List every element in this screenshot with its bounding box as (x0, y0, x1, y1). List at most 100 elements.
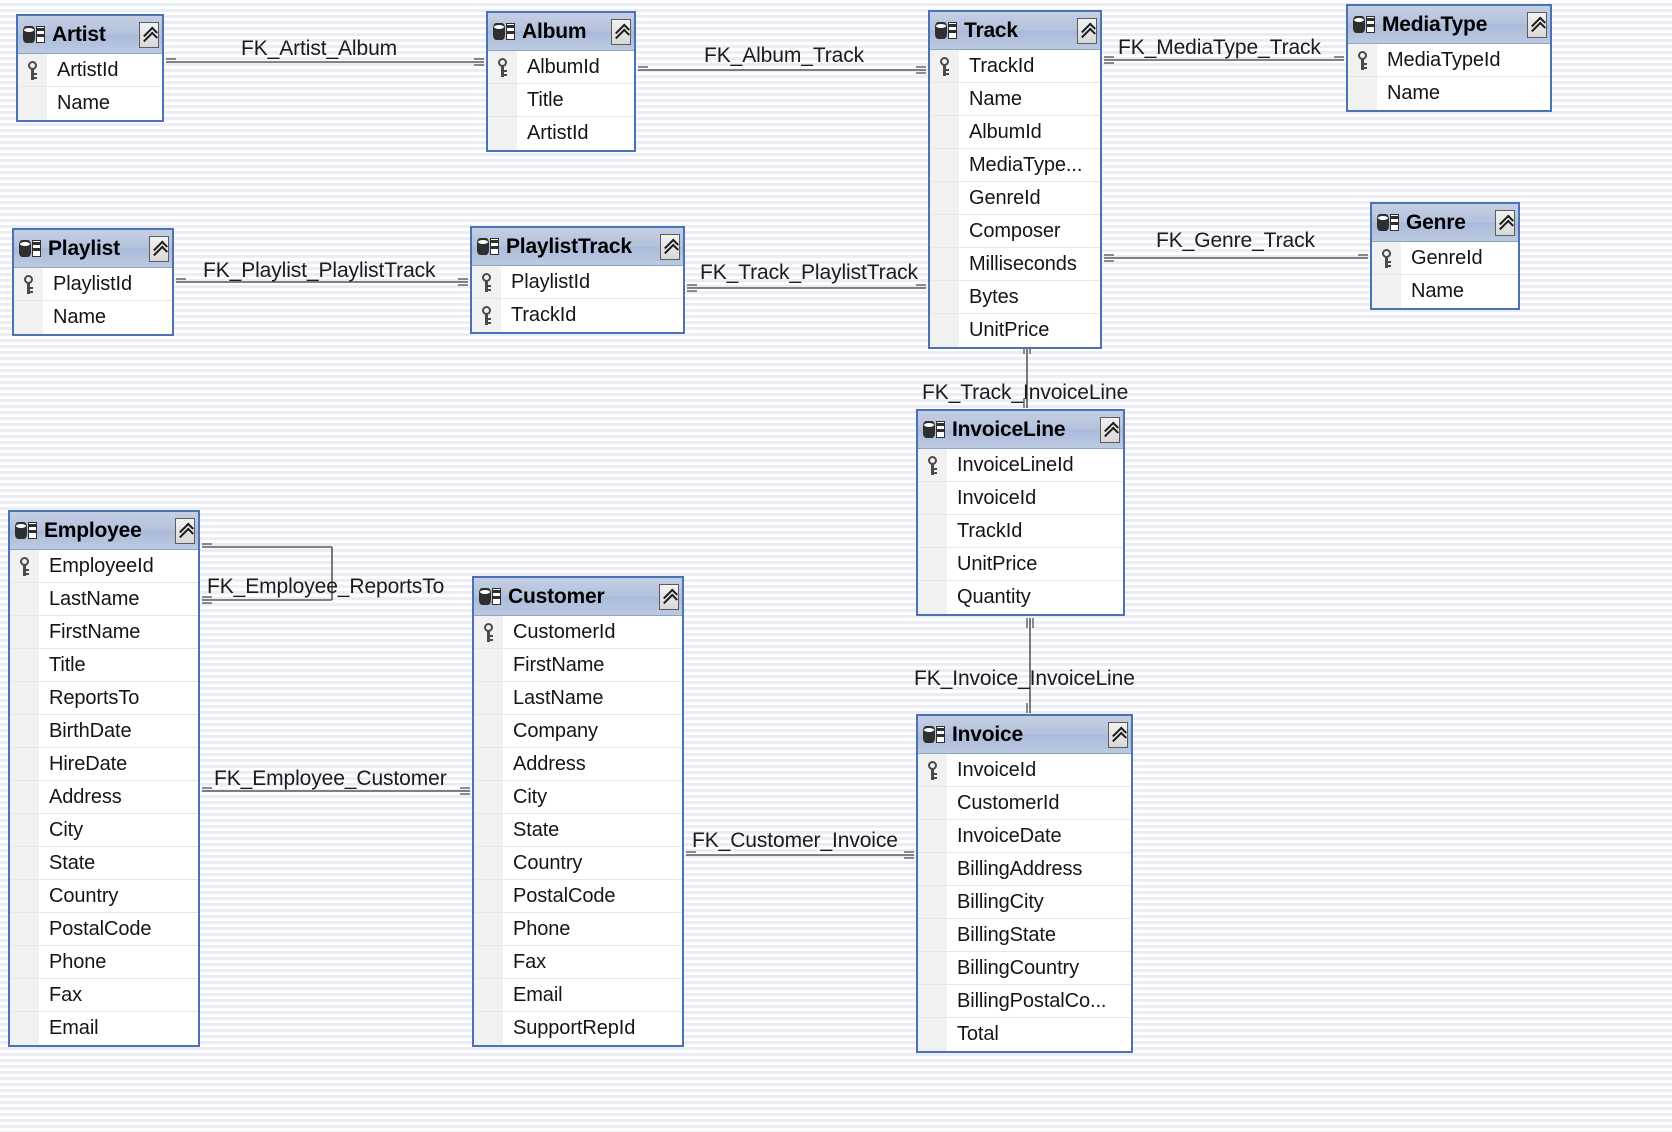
field-row[interactable]: Country (10, 880, 198, 913)
field-row[interactable]: Address (474, 748, 682, 781)
field-row[interactable]: FirstName (10, 616, 198, 649)
collapse-chevron-icon[interactable] (660, 233, 680, 260)
entity-header-mediatype[interactable]: MediaType (1348, 6, 1550, 44)
field-row[interactable]: PlaylistId (472, 266, 683, 299)
field-row[interactable]: Name (1372, 275, 1518, 308)
field-row[interactable]: City (474, 781, 682, 814)
entity-header-album[interactable]: Album (488, 13, 634, 51)
entity-header-invoiceline[interactable]: InvoiceLine (918, 411, 1123, 449)
field-row[interactable]: BillingCountry (918, 952, 1131, 985)
field-row[interactable]: CustomerId (474, 616, 682, 649)
entity-header-track[interactable]: Track (930, 12, 1100, 50)
collapse-chevron-icon[interactable] (139, 21, 159, 48)
field-row[interactable]: InvoiceDate (918, 820, 1131, 853)
relationship-label-fk_artist_album[interactable]: FK_Artist_Album (241, 37, 398, 60)
field-row[interactable]: BirthDate (10, 715, 198, 748)
field-row[interactable]: HireDate (10, 748, 198, 781)
entity-header-employee[interactable]: Employee (10, 512, 198, 550)
field-row[interactable]: PlaylistId (14, 268, 172, 301)
field-row[interactable]: Bytes (930, 281, 1100, 314)
field-row[interactable]: PostalCode (474, 880, 682, 913)
field-row[interactable]: Phone (474, 913, 682, 946)
relationship-label-fk_mediatype_track[interactable]: FK_MediaType_Track (1118, 36, 1321, 59)
field-row[interactable]: InvoiceId (918, 482, 1123, 515)
field-row[interactable]: Total (918, 1018, 1131, 1051)
relationship-label-fk_album_track[interactable]: FK_Album_Track (704, 44, 865, 67)
field-row[interactable]: Address (10, 781, 198, 814)
field-row[interactable]: Name (14, 301, 172, 334)
relationship-label-fk_track_playlisttrack[interactable]: FK_Track_PlaylistTrack (700, 261, 918, 284)
collapse-chevron-icon[interactable] (149, 235, 169, 262)
field-row[interactable]: ReportsTo (10, 682, 198, 715)
field-row[interactable]: LastName (10, 583, 198, 616)
field-row[interactable]: AlbumId (488, 51, 634, 84)
collapse-chevron-icon[interactable] (659, 583, 679, 610)
field-row[interactable]: Title (10, 649, 198, 682)
collapse-chevron-icon[interactable] (1100, 416, 1120, 443)
relationship-label-fk_employee_reportsto[interactable]: FK_Employee_ReportsTo (207, 575, 445, 598)
field-row[interactable]: CustomerId (918, 787, 1131, 820)
field-row[interactable]: FirstName (474, 649, 682, 682)
field-row[interactable]: InvoiceId (918, 754, 1131, 787)
field-row[interactable]: Fax (474, 946, 682, 979)
collapse-chevron-icon[interactable] (1077, 17, 1097, 44)
field-row[interactable]: PostalCode (10, 913, 198, 946)
field-row[interactable]: Quantity (918, 581, 1123, 614)
field-row[interactable]: EmployeeId (10, 550, 198, 583)
field-row[interactable]: Composer (930, 215, 1100, 248)
relationship-label-fk_playlist_playlisttrack[interactable]: FK_Playlist_PlaylistTrack (203, 259, 436, 282)
collapse-chevron-icon[interactable] (611, 18, 631, 45)
entity-header-playlist[interactable]: Playlist (14, 230, 172, 268)
relationship-label-fk_track_invoiceline[interactable]: FK_Track_InvoiceLine (922, 381, 1129, 404)
field-row[interactable]: MediaTypeId (1348, 44, 1550, 77)
field-row[interactable]: Phone (10, 946, 198, 979)
field-row[interactable]: Country (474, 847, 682, 880)
field-row[interactable]: UnitPrice (930, 314, 1100, 347)
field-row[interactable]: SupportRepId (474, 1012, 682, 1045)
field-row[interactable]: GenreId (930, 182, 1100, 215)
collapse-chevron-icon[interactable] (175, 517, 195, 544)
field-row[interactable]: GenreId (1372, 242, 1518, 275)
field-row[interactable]: InvoiceLineId (918, 449, 1123, 482)
collapse-chevron-icon[interactable] (1527, 11, 1547, 38)
field-row[interactable]: Email (10, 1012, 198, 1045)
field-row[interactable]: Email (474, 979, 682, 1012)
relationship-label-fk_genre_track[interactable]: FK_Genre_Track (1156, 229, 1315, 252)
entity-header-artist[interactable]: Artist (18, 16, 162, 54)
field-row[interactable]: Name (930, 83, 1100, 116)
field-row[interactable]: UnitPrice (918, 548, 1123, 581)
field-row[interactable]: ArtistId (18, 54, 162, 87)
relationship-label-fk_customer_invoice[interactable]: FK_Customer_Invoice (692, 829, 898, 852)
entity-header-invoice[interactable]: Invoice (918, 716, 1131, 754)
entity-header-genre[interactable]: Genre (1372, 204, 1518, 242)
field-row[interactable]: Title (488, 84, 634, 117)
field-row[interactable]: State (474, 814, 682, 847)
field-row[interactable]: Company (474, 715, 682, 748)
field-row[interactable]: MediaType... (930, 149, 1100, 182)
field-row[interactable]: AlbumId (930, 116, 1100, 149)
field-row[interactable]: ArtistId (488, 117, 634, 150)
field-row[interactable]: TrackId (930, 50, 1100, 83)
entity-header-customer[interactable]: Customer (474, 578, 682, 616)
collapse-chevron-icon[interactable] (1495, 209, 1515, 236)
field-row[interactable]: LastName (474, 682, 682, 715)
field-row[interactable]: City (10, 814, 198, 847)
field-row[interactable]: BillingPostalCo... (918, 985, 1131, 1018)
field-row[interactable]: BillingState (918, 919, 1131, 952)
relationship-label-fk_employee_customer[interactable]: FK_Employee_Customer (214, 767, 447, 790)
entity-header-playlisttrack[interactable]: PlaylistTrack (472, 228, 683, 266)
collapse-chevron-icon[interactable] (1108, 721, 1128, 748)
relationship-label-fk_invoice_invoiceline[interactable]: FK_Invoice_InvoiceLine (914, 667, 1135, 690)
field-row[interactable]: Milliseconds (930, 248, 1100, 281)
field-row[interactable]: State (10, 847, 198, 880)
